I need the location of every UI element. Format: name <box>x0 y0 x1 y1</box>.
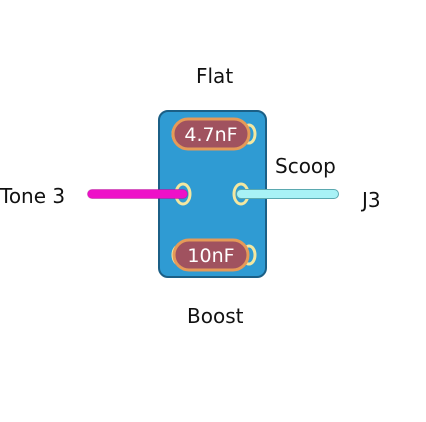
capacitor-bottom-value: 10nF <box>187 245 234 267</box>
capacitor-top: 4.7nF <box>171 117 257 151</box>
tone3-label: Tone 3 <box>0 184 66 208</box>
scoop-label: Scoop <box>275 154 336 178</box>
j3-label: J3 <box>362 188 381 212</box>
boost-label: Boost <box>187 304 244 328</box>
capacitor-top-value: 4.7nF <box>184 124 237 146</box>
flat-label: Flat <box>196 64 234 88</box>
capacitor-bottom: 10nF <box>171 238 257 272</box>
